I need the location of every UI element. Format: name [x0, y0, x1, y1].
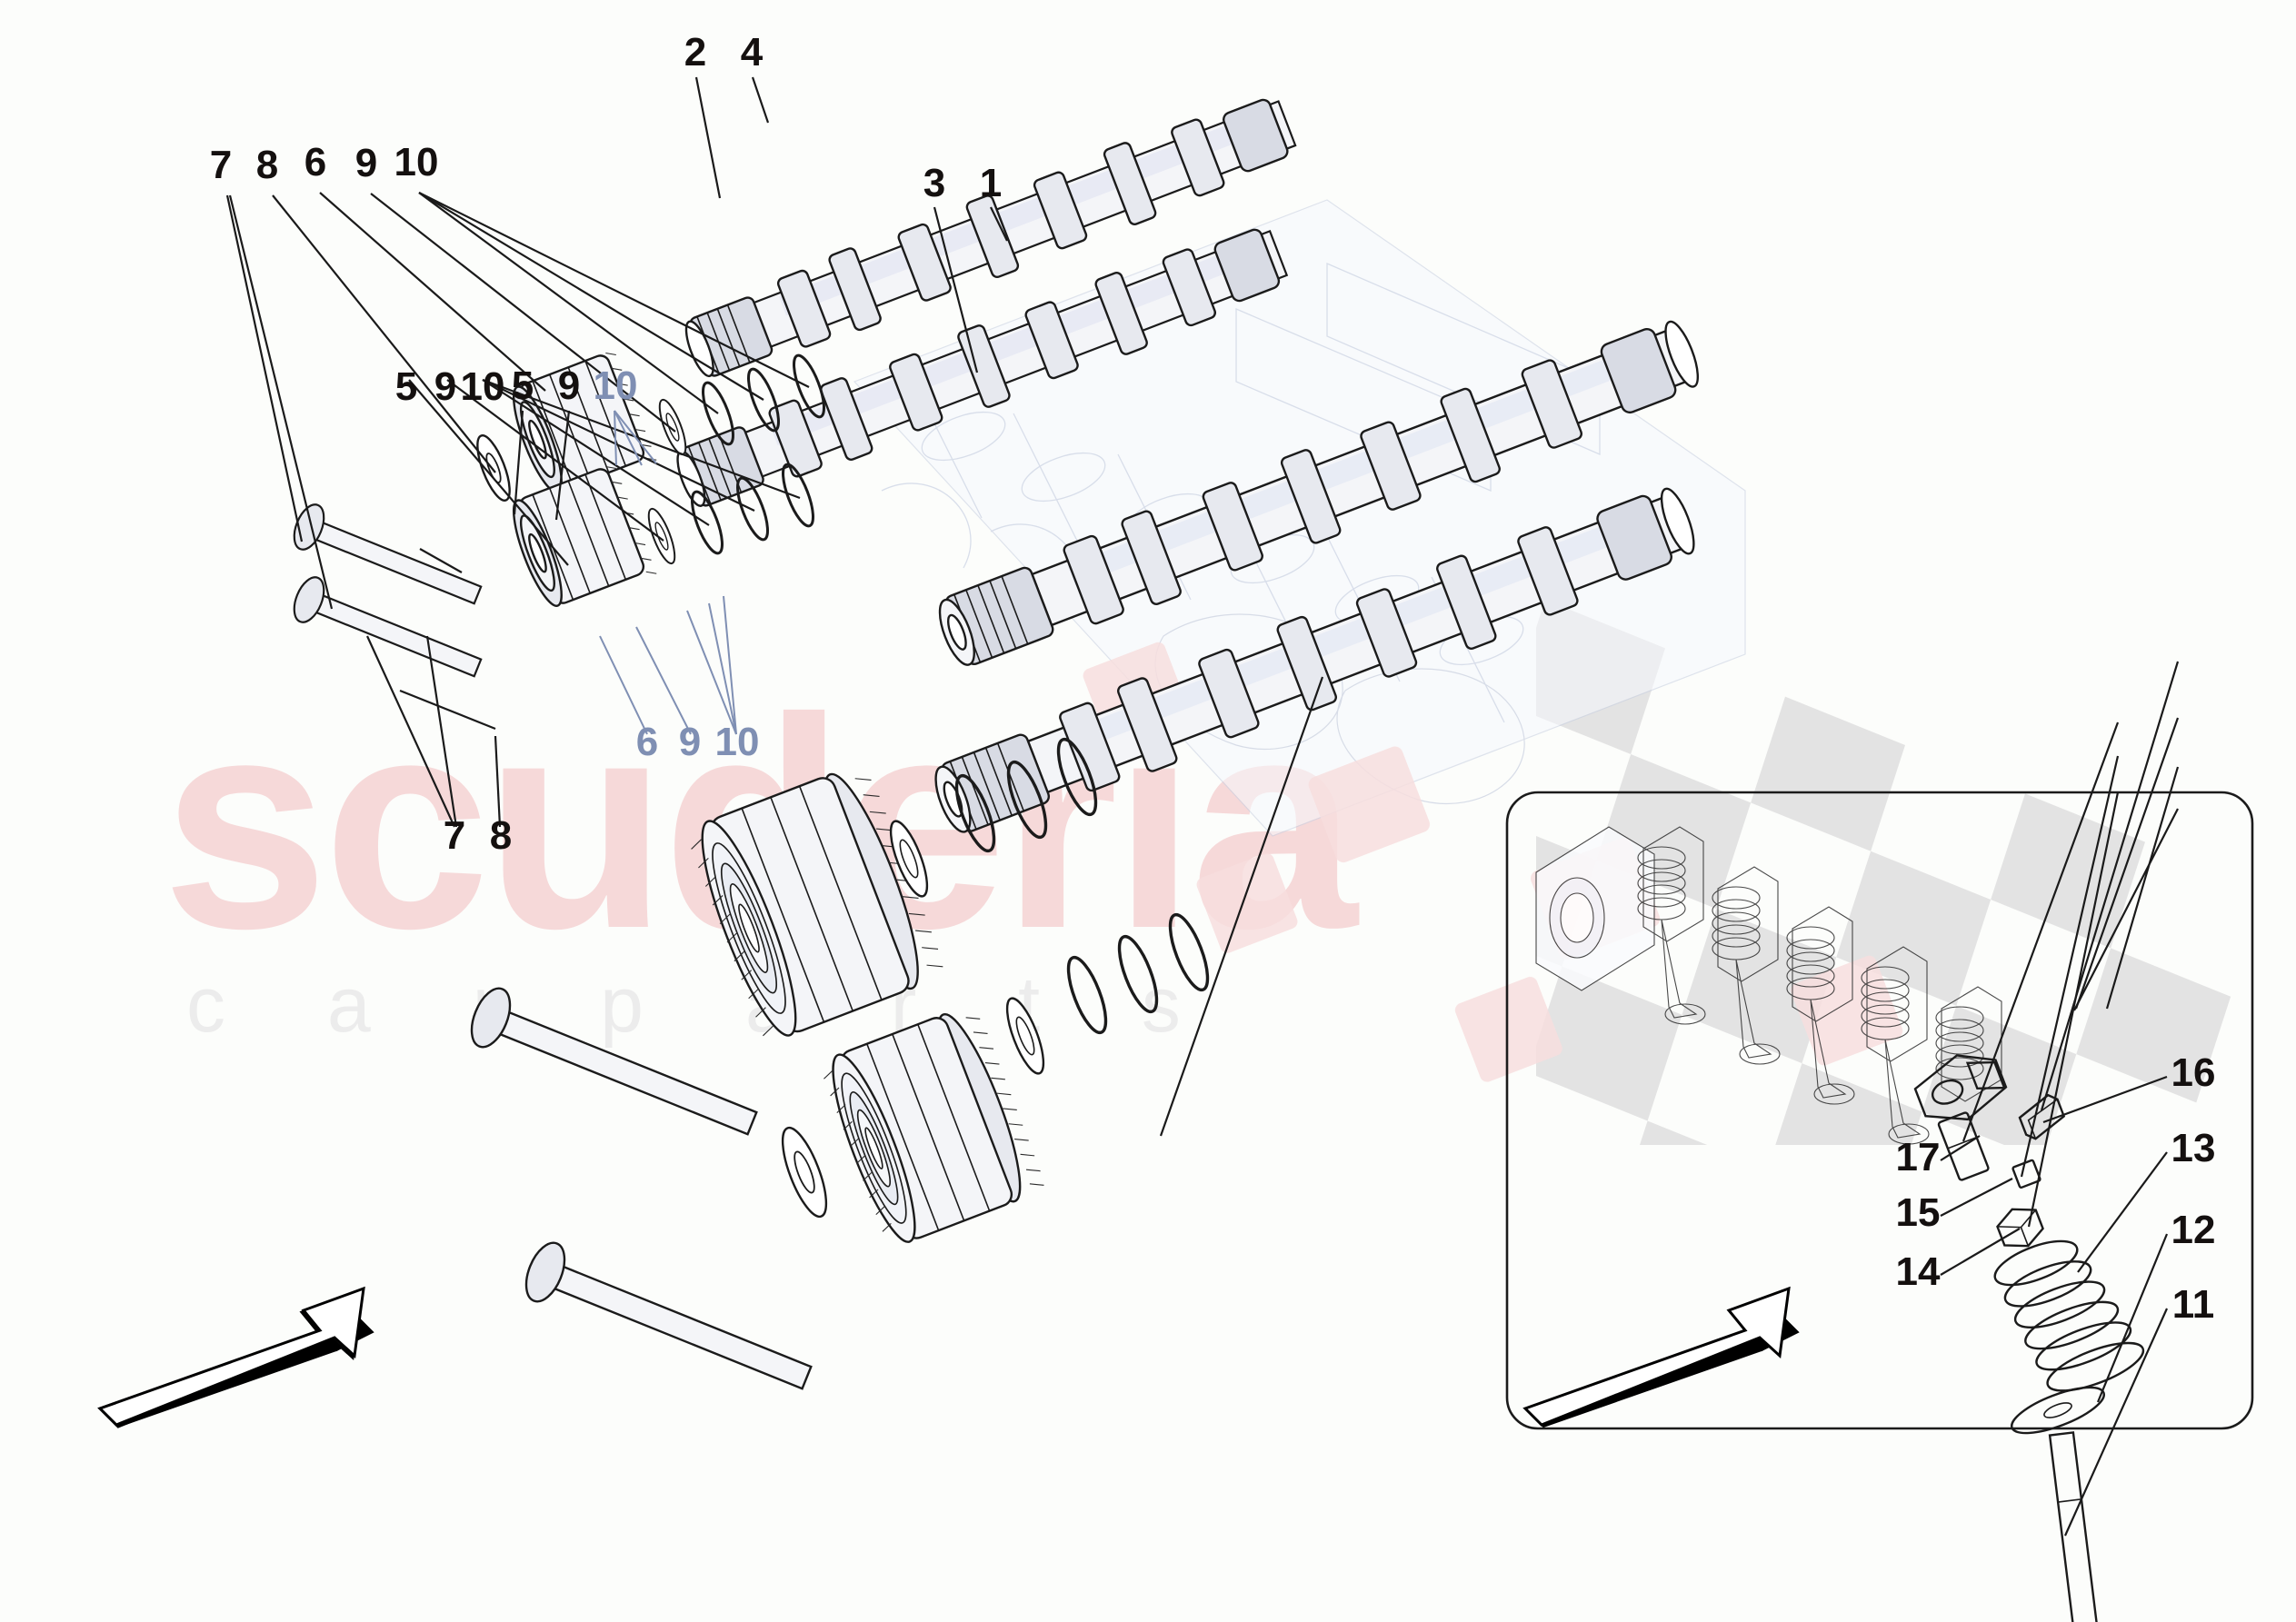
camshaft-assembly-right: [934, 320, 1699, 833]
seal-row-center-lower: [1005, 912, 1210, 1075]
callout-7-b[interactable]: 7: [444, 813, 465, 858]
thrust-washer-upper: [476, 434, 511, 502]
callout-5-a[interactable]: 5: [395, 364, 417, 409]
camshaft-assembly-upper-left: [676, 98, 1297, 507]
variator-bolt-lower-2: [524, 1241, 813, 1390]
callout-1[interactable]: 1: [980, 161, 1002, 205]
variator-bolt-lower-1: [470, 987, 758, 1136]
valve-cotter-key: [2011, 1159, 2041, 1189]
timing-variator-center-2: [824, 1012, 1044, 1243]
sealing-washer: [1005, 997, 1045, 1075]
callout-4[interactable]: 4: [741, 30, 764, 75]
o-ring-seal: [1117, 934, 1159, 1014]
camshaft-intake-right: [938, 320, 1699, 666]
callout-9-d[interactable]: 9: [679, 720, 701, 764]
leader-lines-upper-cluster-lower: [408, 378, 801, 566]
callout-16[interactable]: 16: [2171, 1050, 2216, 1095]
sealing-washer: [889, 820, 929, 898]
spring-lower-seat: [2011, 1386, 2105, 1435]
callout-14[interactable]: 14: [1896, 1249, 1941, 1294]
callout-8[interactable]: 8: [256, 143, 278, 187]
orientation-arrow-main: [97, 1286, 374, 1428]
timing-variator-center-1: [691, 772, 943, 1037]
inset-exploded-valve-column: [1913, 1054, 2145, 1622]
variator-bolt-upper-2: [293, 576, 483, 678]
callout-10-c[interactable]: 10: [594, 363, 638, 408]
thrust-washer-lower: [781, 1126, 828, 1219]
callout-10[interactable]: 10: [394, 140, 439, 184]
callout-17[interactable]: 17: [1896, 1135, 1941, 1179]
leader-lines-center: [399, 410, 657, 731]
callout-9-c[interactable]: 9: [558, 363, 580, 408]
callout-9-b[interactable]: 9: [434, 364, 456, 409]
callout-9[interactable]: 9: [355, 141, 377, 185]
o-ring-seal: [1066, 955, 1108, 1035]
callout-6-b[interactable]: 6: [636, 720, 658, 764]
callout-11[interactable]: 11: [2172, 1282, 2215, 1327]
callout-6[interactable]: 6: [304, 140, 326, 184]
callout-5-b[interactable]: 5: [512, 363, 534, 408]
callout-15[interactable]: 15: [1896, 1190, 1941, 1235]
callout-7[interactable]: 7: [210, 143, 232, 187]
inset-leader-lines: [1159, 661, 2180, 1228]
inset-ghost-valve-bank: [1535, 826, 2002, 1145]
camshaft-intake-left: [684, 98, 1297, 378]
valve-spring: [1993, 1239, 2145, 1392]
o-ring-seal: [1006, 760, 1048, 840]
camshaft-exhaust-left: [676, 228, 1289, 507]
callout-8-b[interactable]: 8: [490, 813, 512, 858]
inset-callout-leaders: [1940, 1075, 2169, 1537]
leader-lines-upper-left: [225, 192, 810, 610]
o-ring-seal: [1056, 737, 1098, 817]
rocker-arm-finger-follower: [1913, 1054, 2008, 1181]
callout-13[interactable]: 13: [2171, 1126, 2216, 1170]
variator-bolt-upper-1: [293, 503, 483, 605]
callout-10-d[interactable]: 10: [715, 720, 760, 764]
orientation-arrow-inset: [1522, 1286, 1800, 1428]
leader-lines-camshafts-left: [694, 76, 770, 199]
seal-row-upper-a: [658, 353, 825, 456]
valve-train-detail-inset: [1505, 791, 2254, 1430]
callout-3[interactable]: 3: [923, 161, 945, 205]
leader-lines-bottom-blue: [599, 595, 737, 735]
camshaft-exhaust-right: [934, 487, 1695, 833]
valve: [2048, 1431, 2103, 1622]
callout-12[interactable]: 12: [2171, 1208, 2216, 1252]
o-ring-seal: [1168, 912, 1210, 992]
seal-row-upper-b: [647, 463, 814, 565]
o-ring-seal: [954, 773, 996, 853]
callout-10-b[interactable]: 10: [461, 364, 505, 409]
leader-lines-camshafts-right: [933, 206, 1008, 373]
seal-row-center-upper: [889, 737, 1098, 898]
leader-lines-bottom-bolts: [365, 635, 502, 828]
hydraulic-tappet: [2018, 1093, 2066, 1140]
callout-2[interactable]: 2: [684, 30, 706, 75]
